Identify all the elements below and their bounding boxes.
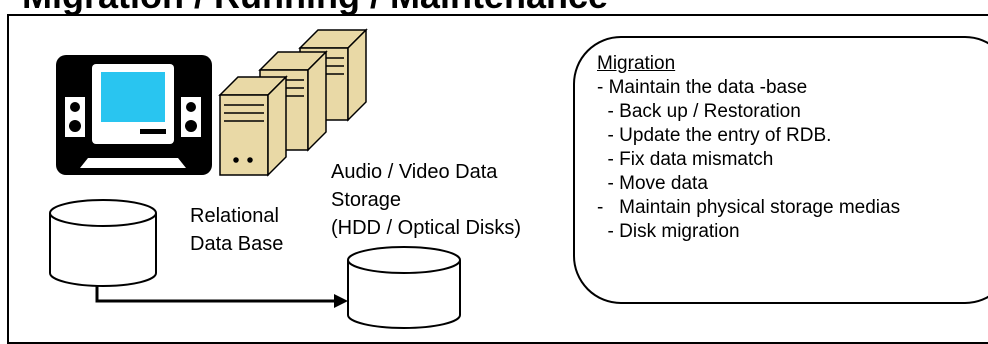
page-title: Migration / Running / Maintenance <box>22 0 608 16</box>
arrow-icon <box>95 286 348 308</box>
storage-label-line: Audio / Video Data <box>331 161 498 183</box>
notes-heading: Migration <box>597 53 676 74</box>
rdb-label: Relational Data Base <box>190 204 283 256</box>
diagram-art <box>49 28 461 329</box>
notes-line: - Move data <box>597 173 708 194</box>
server-icon <box>218 28 368 177</box>
storage-icon <box>347 246 461 329</box>
computer-icon <box>56 55 212 175</box>
rdb-label-line: Relational <box>190 205 279 227</box>
storage-label: Audio / Video Data Storage (HDD / Optica… <box>331 160 521 240</box>
storage-label-line: Storage <box>331 189 402 211</box>
notes-line: - Fix data mismatch <box>597 149 774 170</box>
notes-line: - Maintain physical storage medias <box>597 197 901 218</box>
notes-line: - Update the entry of RDB. <box>597 125 832 146</box>
storage-label-line: (HDD / Optical Disks) <box>331 217 522 239</box>
rdb-label-line: Data Base <box>190 233 284 255</box>
notes-line: - Maintain the data -base <box>597 77 808 98</box>
database-icon <box>49 199 157 287</box>
notes-line: - Back up / Restoration <box>597 101 801 122</box>
migration-notes-box: Migration - Maintain the data -base - Ba… <box>573 36 988 304</box>
notes-line: - Disk migration <box>597 221 740 242</box>
